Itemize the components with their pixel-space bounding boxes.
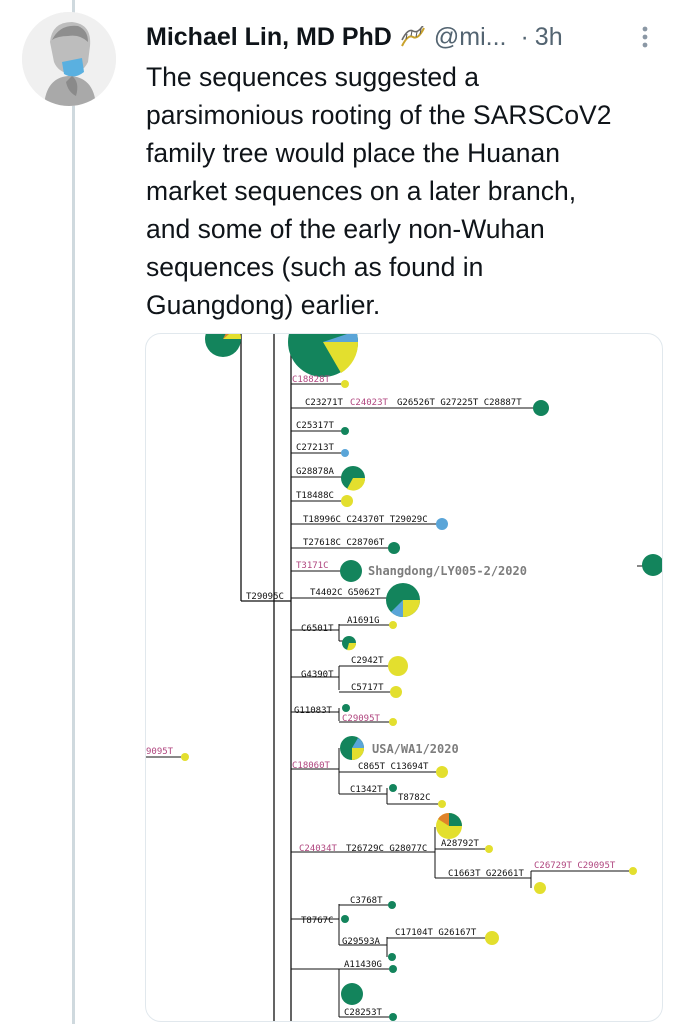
tip-node: [629, 867, 637, 875]
mutation-label: C26729T C29095T: [534, 861, 616, 871]
mutation-label: C24034T: [299, 844, 338, 854]
tweet-time[interactable]: 3h: [534, 22, 563, 51]
tip-node: [533, 400, 549, 416]
tip-node: [388, 656, 408, 676]
mutation-label: C17104T G26167T: [395, 928, 477, 938]
mutation-label: C25317T: [296, 421, 335, 431]
mutation-label: C6501T: [301, 624, 334, 634]
tip-node: [341, 449, 349, 457]
tip-node: [389, 621, 397, 629]
tip-node: [341, 983, 363, 1005]
mutation-label: G29593A: [342, 937, 381, 947]
tip-node: [341, 915, 349, 923]
pie-node: [341, 466, 366, 491]
tip-node: [642, 554, 662, 576]
mutation-label: 9095T: [146, 747, 174, 757]
sequence-label-shangdong: Shangdong/LY005-2/2020: [368, 564, 527, 578]
mutation-label: C24023T: [350, 398, 389, 408]
tip-node: [341, 427, 349, 435]
mutation-label: C18060T: [292, 761, 331, 771]
statue-avatar-icon: [22, 12, 116, 106]
tip-node: [534, 882, 546, 894]
mutation-label: C28253T: [344, 1008, 383, 1018]
pie-node: [342, 636, 357, 651]
tip-node: [340, 560, 362, 582]
author-name[interactable]: Michael Lin, MD PhD: [146, 22, 392, 51]
dna-icon: [400, 26, 426, 48]
pie-node: [436, 812, 462, 839]
mutation-label: C865T C13694T: [358, 762, 429, 772]
mutation-label: C29095T: [342, 714, 381, 724]
mutation-label: C5717T: [351, 683, 384, 693]
thread-line: [72, 0, 75, 1024]
tip-node: [436, 766, 448, 778]
tip-node: [342, 704, 350, 712]
more-vertical-icon[interactable]: [633, 22, 657, 52]
tip-node: [388, 542, 400, 554]
mutation-label: C1342T: [350, 785, 383, 795]
mutation-label: C2942T: [351, 656, 384, 666]
mutation-label: T26729C G28077C: [346, 844, 427, 854]
mutation-label: C27213T: [296, 443, 335, 453]
tip-node: [485, 931, 499, 945]
tip-node: [181, 753, 189, 761]
tip-node: [389, 718, 397, 726]
separator-dot: ·: [520, 22, 529, 51]
mutation-label: T18488C: [296, 491, 334, 501]
tweet-media-phylogenetic-tree[interactable]: C18828T C23271T C24023T G26526T G27225T …: [145, 333, 663, 1022]
tip-node: [389, 784, 397, 792]
mutation-label: A1691G: [347, 616, 380, 626]
mutation-label: G26526T G27225T C28887T: [397, 398, 522, 408]
tip-node: [389, 965, 397, 973]
mutation-label: C23271T: [305, 398, 344, 408]
mutation-label: C1663T G22661T: [448, 869, 524, 879]
tip-node: [341, 380, 349, 388]
mutation-label: T29095C: [246, 592, 284, 602]
pie-node: [386, 583, 420, 617]
mutation-label: T27618C C28706T: [303, 538, 385, 548]
mutation-label: A28792T: [441, 839, 480, 849]
tip-node: [388, 953, 396, 961]
mutation-label: C18828T: [292, 375, 331, 385]
pie-node: [205, 334, 242, 357]
tweet-text: The sequences suggested a parsimonious r…: [146, 62, 612, 320]
tip-node: [388, 901, 396, 909]
mutation-label: T4402C G5062T: [310, 588, 381, 598]
mutation-label: A11430G: [344, 960, 382, 970]
tip-node: [438, 800, 446, 808]
mutation-label: T3171C: [296, 561, 329, 571]
mutation-label: G4390T: [301, 670, 334, 680]
mutation-label: C3768T: [350, 896, 383, 906]
tip-node: [485, 845, 493, 853]
author-handle[interactable]: @mi...: [433, 22, 507, 51]
mutation-label: T8767C: [301, 916, 334, 926]
avatar[interactable]: [22, 12, 116, 106]
pie-node: [340, 736, 364, 760]
tip-node: [389, 1013, 397, 1021]
mutation-label: G11083T: [294, 706, 333, 716]
phylogenetic-tree-figure: C18828T C23271T C24023T G26526T G27225T …: [146, 334, 662, 1021]
mutation-label: T8782C: [398, 793, 431, 803]
tweet-header: Michael Lin, MD PhD @mi... · 3h: [146, 20, 666, 54]
tip-node: [341, 495, 353, 507]
mutation-label: G28878A: [296, 467, 335, 477]
tip-node: [390, 686, 402, 698]
sequence-label-usa: USA/WA1/2020: [372, 742, 459, 756]
pie-node: [288, 334, 359, 377]
mutation-label: T18996C C24370T T29029C: [303, 515, 428, 525]
tip-node: [436, 518, 448, 530]
